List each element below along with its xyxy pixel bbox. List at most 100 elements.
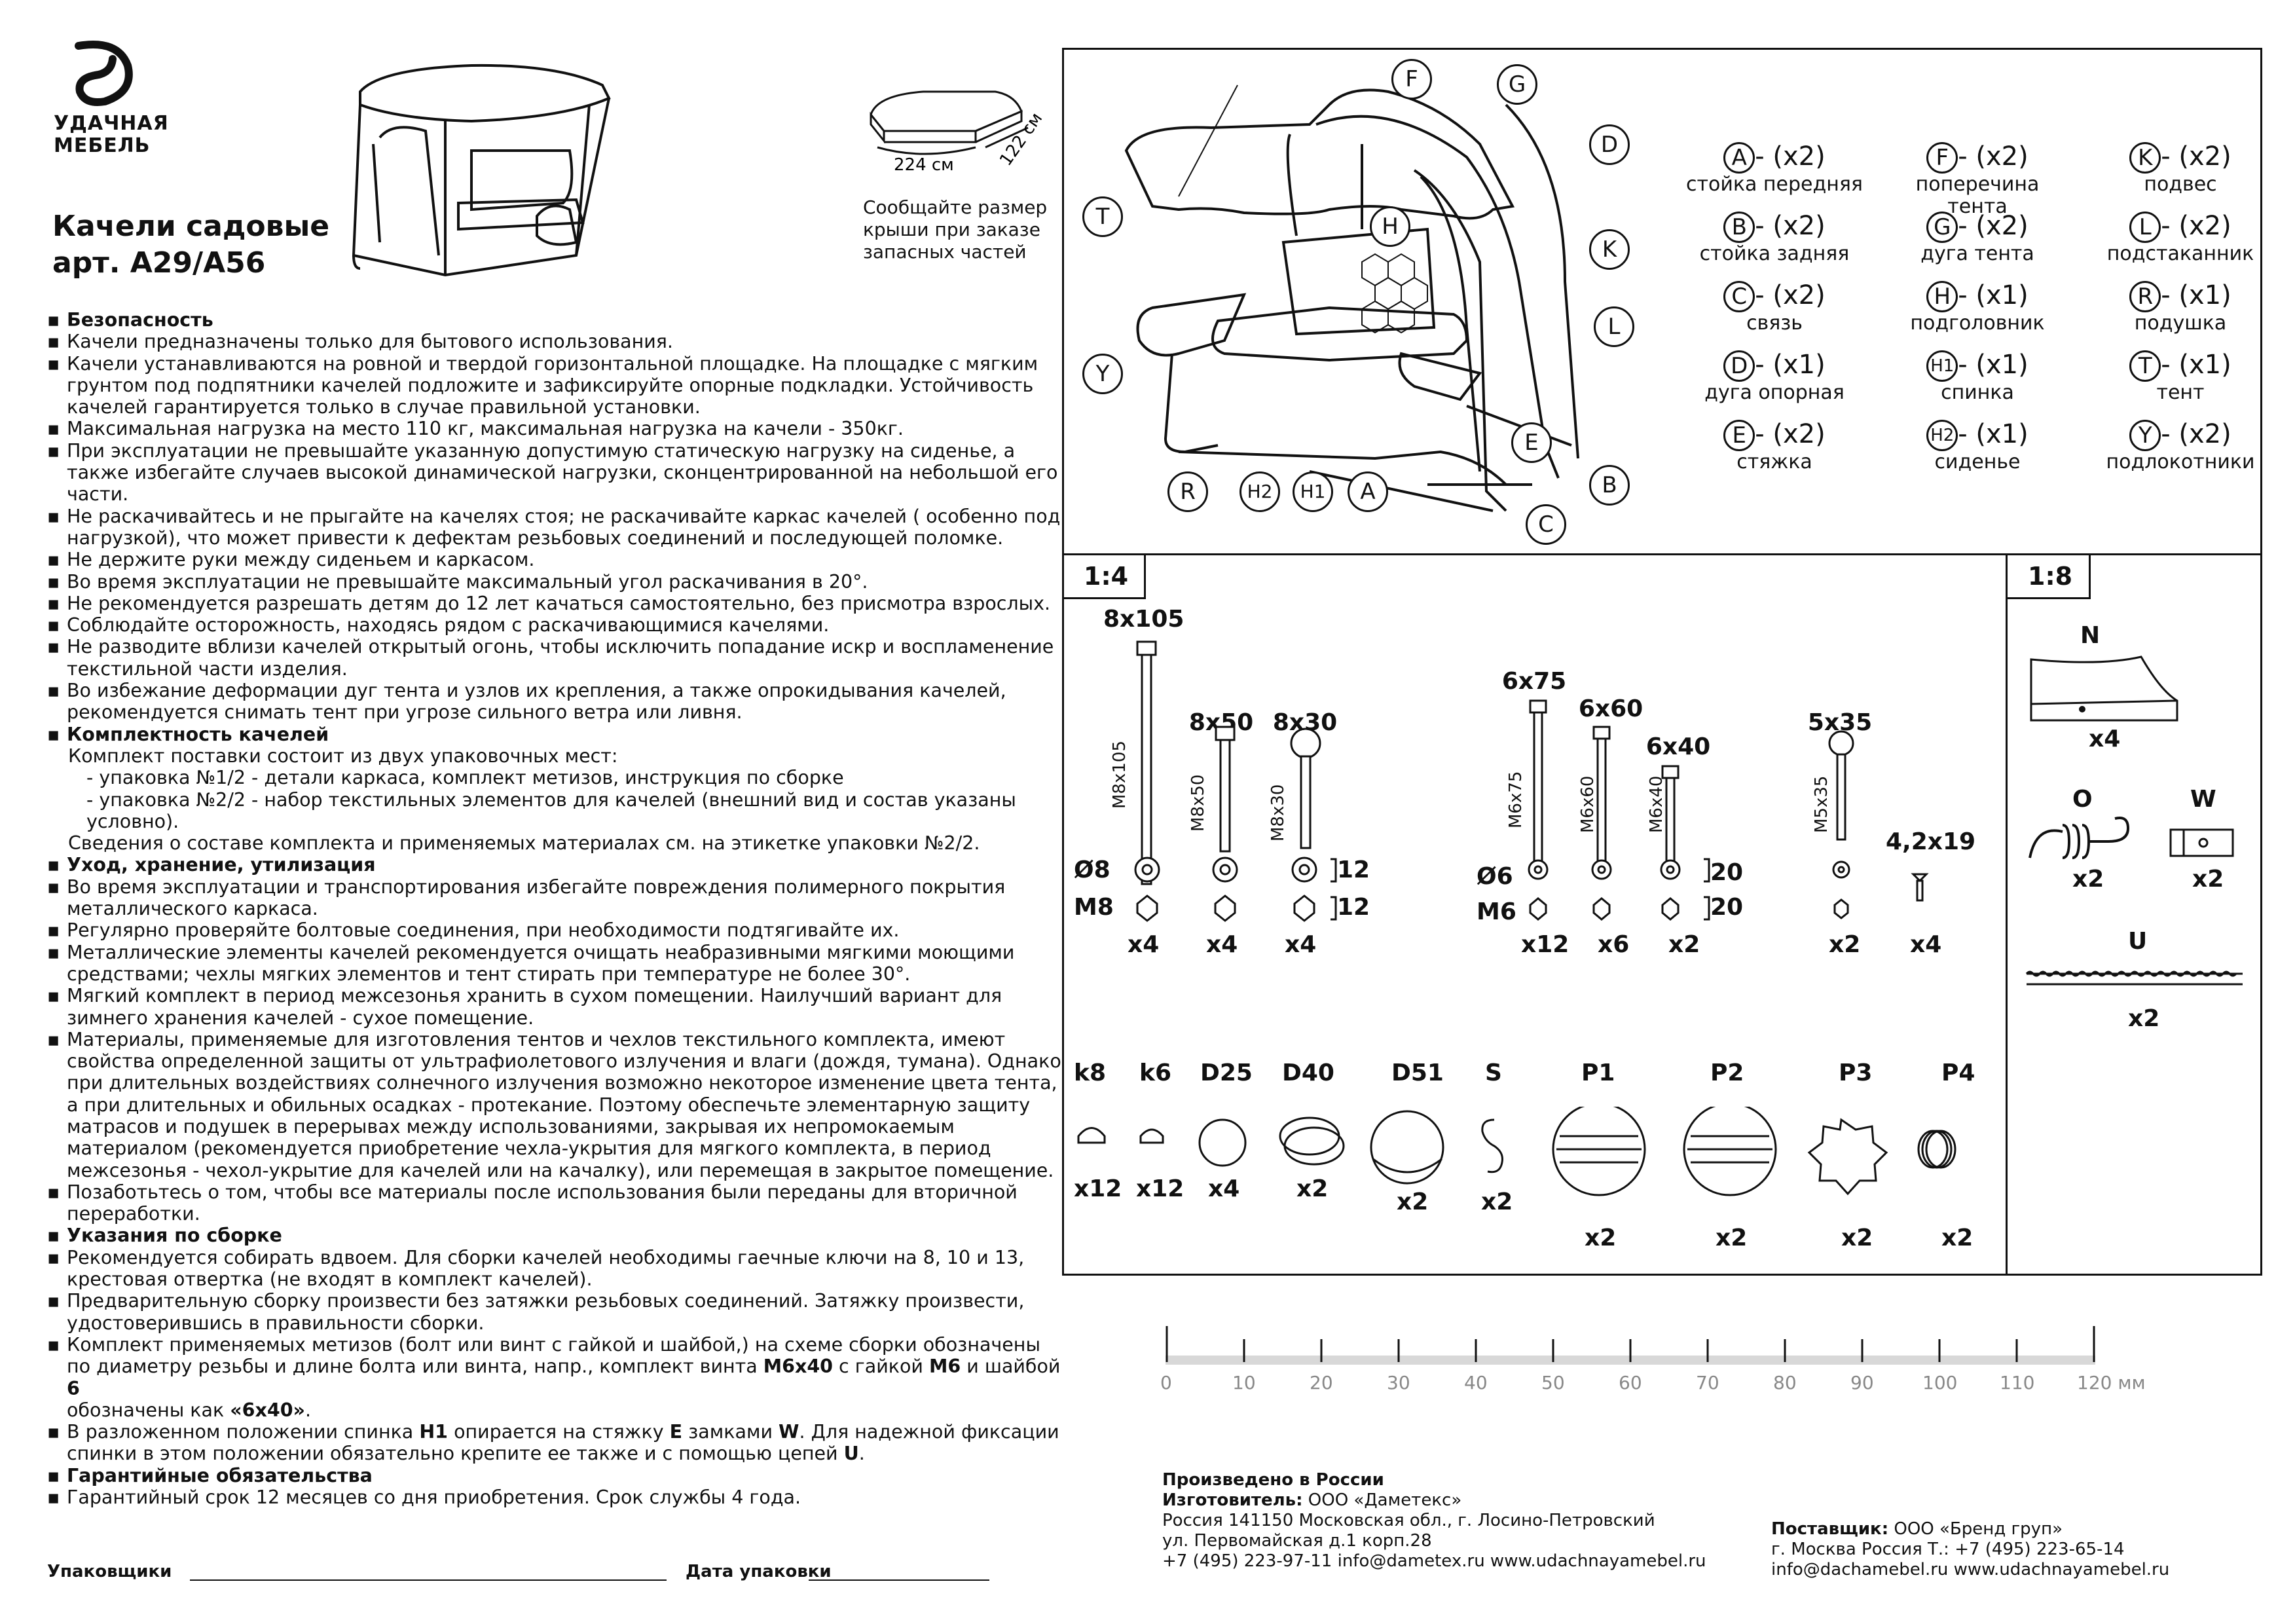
kit-item: - упаковка №1/2 - детали каркаса, компле…	[86, 767, 844, 789]
text-bold: «6х40»	[230, 1399, 305, 1421]
nut-label-m6: М6	[1477, 898, 1516, 925]
legend-item-T: T- (x1)тент	[2089, 349, 2272, 404]
legend-name: связь	[1746, 312, 1803, 335]
diagram-label-L: L	[1594, 306, 1634, 347]
legend-code: H1- (x1)	[1886, 349, 2069, 382]
legend-item-B: B- (x2)стойка задняя	[1683, 210, 1866, 265]
washers-nuts	[1134, 857, 1850, 922]
manufacturer-address-2: ул. Первомайская д.1 корп.28	[1162, 1531, 1432, 1551]
manufacturer-line: Изготовитель: ООО «Даметекс»	[1162, 1490, 1706, 1511]
legend-qty: - (x2)	[1755, 211, 1826, 241]
diagram-label-D: D	[1589, 124, 1630, 165]
text-run: замками	[682, 1421, 779, 1443]
cap-qty-k8: x12	[1074, 1175, 1122, 1202]
safety-item: Качели предназначены только для бытового…	[47, 331, 1062, 353]
legend-qty: - (x1)	[1958, 350, 2029, 380]
nut-qty-8: 12	[1337, 894, 1370, 921]
legend-item-H: H- (x1)подголовник	[1886, 280, 2069, 335]
bolt-vertical-label-m6x75: М6х75	[1506, 771, 1526, 828]
diagram-label-K: K	[1589, 229, 1630, 270]
text-bold: 6	[67, 1377, 80, 1399]
legend-qty: - (x1)	[1958, 280, 2029, 310]
diagram-label-B: B	[1589, 465, 1630, 506]
roof-caption-3: запасных частей	[863, 241, 1027, 263]
manufacturer-name: ООО «Даметекс»	[1302, 1490, 1462, 1510]
legend-code-circle: H	[1926, 281, 1958, 312]
qty-8x105: x4	[1128, 931, 1160, 958]
legend-name: дуга тента	[1920, 242, 2034, 265]
safety-item: Максимальная нагрузка на место 110 кг, м…	[47, 418, 1062, 440]
part-N-qty: x4	[2089, 726, 2121, 752]
kit-item: - упаковка №2/2 - набор текстильных элем…	[86, 788, 1016, 832]
kit-item: Сведения о составе комплекта и применяем…	[68, 832, 980, 855]
legend-code: A- (x2)	[1683, 141, 1866, 174]
safety-item: Не держите руки между сиденьем и каркасо…	[47, 549, 1062, 571]
cap-qty-P4: x2	[1941, 1225, 1974, 1251]
cap-qty-D40: x2	[1296, 1175, 1329, 1202]
part-W-qty: x2	[2192, 866, 2224, 893]
roof-caption-1: Сообщайте размер	[863, 196, 1048, 218]
legend-name: стойка передняя	[1686, 173, 1863, 196]
legend-code: L- (x2)	[2089, 210, 2272, 243]
ruler-tick: 50	[1541, 1372, 1565, 1393]
text-run: опирается на стяжку	[448, 1421, 670, 1443]
ruler-tick: 110	[2000, 1372, 2035, 1393]
cap-code-D51: D51	[1391, 1060, 1444, 1086]
legend-item-G: G- (x2)дуга тента	[1886, 210, 2069, 265]
text-run: обозначены как	[67, 1399, 230, 1421]
title-line-2: арт. А29/А56	[52, 246, 266, 280]
diagram-label-G: G	[1497, 64, 1537, 105]
legend-code-circle: A	[1723, 142, 1755, 174]
section-care: Уход, хранение, утилизация	[47, 854, 1062, 876]
legend-qty: - (x2)	[1755, 280, 1826, 310]
legend-qty: - (x2)	[2161, 211, 2231, 241]
ruler-tick: 90	[1850, 1372, 1874, 1393]
qty-5x35: x2	[1829, 931, 1861, 958]
diagram-label-Y: Y	[1082, 354, 1123, 394]
ruler-tick: 70	[1696, 1372, 1719, 1393]
swing-exploded-diagram	[1124, 84, 1579, 512]
text-run: Комплект применяемых метизов (болт или в…	[67, 1333, 1040, 1378]
nut-label-m8: М8	[1074, 894, 1114, 921]
washer-label-6: Ø6	[1477, 863, 1513, 890]
care-item: Металлические элементы качелей рекоменду…	[47, 942, 1062, 986]
legend-qty: - (x1)	[2161, 350, 2231, 380]
legend-item-D: D- (x1)дуга опорная	[1683, 349, 1866, 404]
safety-item: Соблюдайте осторожность, находясь рядом …	[47, 614, 1062, 637]
bolt-label-6x60: 6x60	[1578, 695, 1643, 722]
bolt-vertical-label-m5x35: М5х35	[1812, 775, 1831, 833]
legend-code-circle: L	[2129, 212, 2161, 243]
cap-code-D25: D25	[1200, 1060, 1253, 1086]
cap-code-P2: P2	[1710, 1060, 1744, 1086]
legend-name: подстаканник	[2106, 242, 2254, 265]
legend-code: H2- (x1)	[1886, 418, 2069, 451]
cap-qty-P1: x2	[1585, 1225, 1617, 1251]
bolt-vertical-label-m8x30: М8х30	[1268, 784, 1288, 841]
legend-code-circle: F	[1926, 142, 1958, 174]
section-kit: Комплектность качелей	[47, 724, 1062, 746]
legend-name: сиденье	[1934, 451, 2021, 473]
legend-qty: - (x1)	[2161, 280, 2231, 310]
safety-item: Во избежание деформации дуг тента и узло…	[47, 680, 1062, 724]
text-run: .	[858, 1443, 865, 1465]
part-W-drawing	[2169, 828, 2234, 857]
diagram-label-H2: H2	[1239, 471, 1280, 512]
cap-qty-D51: x2	[1397, 1189, 1429, 1215]
legend-code: H- (x1)	[1886, 280, 2069, 312]
legend-code-circle: C	[1723, 281, 1755, 312]
legend-qty: - (x2)	[1755, 419, 1826, 449]
washer-label-8: Ø8	[1074, 857, 1111, 883]
section-safety: Безопасность	[47, 309, 1062, 331]
part-U-chain-drawing	[2025, 970, 2243, 986]
legend-code: R- (x1)	[2089, 280, 2272, 312]
warranty-item: Гарантийный срок 12 месяцев со дня приоб…	[47, 1486, 1062, 1509]
legend-qty: - (x2)	[2161, 419, 2231, 449]
cap-code-S: S	[1485, 1060, 1502, 1086]
legend-code: T- (x1)	[2089, 349, 2272, 382]
legend-code-circle: H1	[1926, 350, 1958, 382]
legend-code: C- (x2)	[1683, 280, 1866, 312]
text-run: . Для надежной фиксации спинки в этом по…	[67, 1421, 1059, 1465]
cap-qty-D25: x4	[1208, 1175, 1240, 1202]
logo-mark	[75, 41, 133, 106]
bolt-label-6x75: 6x75	[1501, 668, 1567, 695]
